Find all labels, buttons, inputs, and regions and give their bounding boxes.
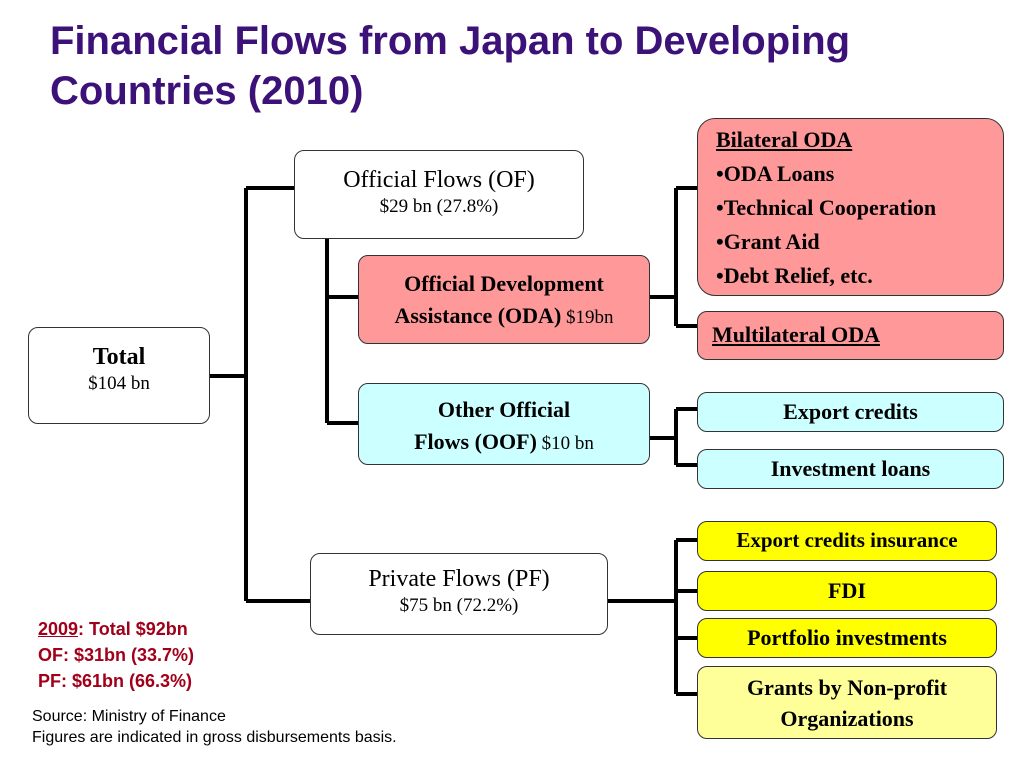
- export-credits-insurance-label: Export credits insurance: [736, 528, 958, 552]
- multilateral-oda-label: Multilateral ODA: [712, 322, 881, 347]
- export-credits-insurance-box: Export credits insurance: [697, 521, 997, 561]
- total-box: Total $104 bn: [28, 327, 210, 424]
- oda-box: Official Development Assistance (ODA) $1…: [358, 255, 650, 344]
- portfolio-investments-label: Portfolio investments: [747, 625, 947, 650]
- bilateral-oda-heading: Bilateral ODA: [716, 127, 853, 152]
- oof-box: Other Official Flows (OOF) $10 bn: [358, 383, 650, 465]
- note-2009-total: : Total $92bn: [78, 619, 188, 639]
- private-flows-label: Private Flows (PF): [368, 566, 550, 592]
- official-flows-box: Official Flows (OF) $29 bn (27.8%): [294, 150, 584, 239]
- list-item: •ODA Loans: [716, 161, 835, 186]
- portfolio-investments-box: Portfolio investments: [697, 618, 997, 658]
- oof-line1: Other Official: [437, 397, 571, 422]
- bilateral-oda-box: Bilateral ODA •ODA Loans •Technical Coop…: [697, 118, 1004, 296]
- grants-npo-box: Grants by Non-profit Organizations: [697, 666, 997, 739]
- oda-line1: Official Development: [404, 271, 604, 296]
- note-2009-pf: PF: $61bn (66.3%): [38, 671, 193, 691]
- list-item: •Grant Aid: [716, 229, 820, 254]
- list-item: •Technical Cooperation: [716, 195, 937, 220]
- grants-npo-line1: Grants by Non-profit: [746, 675, 948, 700]
- oof-value: $10 bn: [536, 433, 594, 454]
- investment-loans-label: Investment loans: [770, 456, 931, 481]
- note-2009: 2009: Total $92bn OF: $31bn (33.7%) PF: …: [38, 616, 194, 694]
- oda-line2: Assistance (ODA): [394, 303, 562, 328]
- grants-npo-line2: Organizations: [780, 706, 914, 731]
- fdi-label: FDI: [828, 578, 866, 603]
- source-line2: Figures are indicated in gross disbursem…: [32, 729, 397, 746]
- private-flows-value: $75 bn (72.2%): [399, 595, 519, 616]
- note-2009-of: OF: $31bn (33.7%): [38, 645, 195, 665]
- note-2009-year: 2009: [38, 619, 79, 639]
- private-flows-box: Private Flows (PF) $75 bn (72.2%): [310, 553, 608, 635]
- official-flows-label: Official Flows (OF): [343, 167, 535, 193]
- export-credits-label: Export credits: [783, 399, 918, 424]
- total-value: $104 bn: [88, 373, 150, 394]
- multilateral-oda-box: Multilateral ODA: [697, 311, 1004, 360]
- source-note: Source: Ministry of Finance Figures are …: [32, 706, 397, 748]
- page-title: Financial Flows from Japan to Developing…: [50, 19, 851, 113]
- total-label: Total: [92, 344, 146, 370]
- oof-line2: Flows (OOF): [414, 429, 537, 454]
- official-flows-value: $29 bn (27.8%): [379, 196, 499, 217]
- source-line1: Source: Ministry of Finance: [32, 708, 226, 725]
- oda-value: $19bn: [561, 307, 614, 328]
- investment-loans-box: Investment loans: [697, 449, 1004, 489]
- export-credits-box: Export credits: [697, 392, 1004, 432]
- fdi-box: FDI: [697, 571, 997, 611]
- list-item: •Debt Relief, etc.: [716, 263, 873, 288]
